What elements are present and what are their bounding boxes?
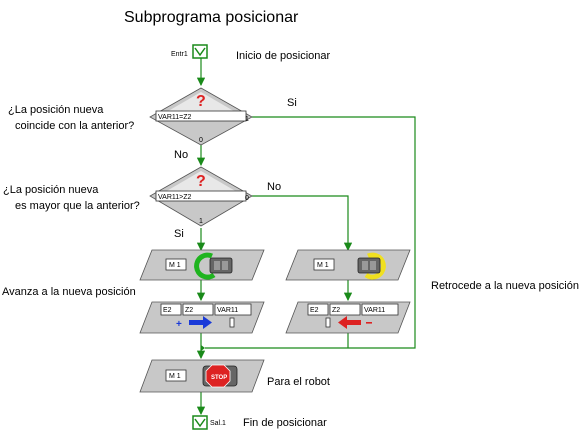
page-title: Subprograma posicionar	[124, 9, 299, 26]
sensor-icon	[325, 317, 331, 328]
decision2-field: VAR11>Z2	[158, 194, 192, 201]
decision2-question-line1: ¿La posición nueva	[3, 184, 99, 196]
retreat-label: Retrocede a la nueva posición	[431, 280, 579, 292]
decision1-port-bottom: 0	[199, 137, 203, 144]
advance-label: Avanza a la nueva posición	[2, 286, 136, 298]
motor-green-icon	[194, 252, 233, 280]
retreat-var: VAR11	[364, 307, 385, 314]
decision1-question-line1: ¿La posición nueva	[8, 104, 104, 116]
advance-e: E2	[163, 307, 172, 314]
stop-label: Para el robot	[267, 376, 330, 388]
advance-z: Z2	[185, 307, 193, 314]
arrow-left-red-icon	[338, 316, 361, 329]
motor-right-block[interactable]: M 1	[285, 249, 411, 281]
advance-position-block[interactable]: E2 Z2 VAR11 +	[139, 301, 265, 334]
question-icon: ?	[196, 93, 206, 110]
exit-block[interactable]	[192, 415, 208, 430]
decision-equal[interactable]: ? VAR11=Z2 1 0	[149, 87, 253, 146]
entry-block[interactable]	[192, 44, 208, 59]
motor-right-field: M 1	[317, 262, 329, 269]
decision2-no-label: No	[267, 181, 281, 193]
decision1-yes-label: Si	[287, 97, 297, 109]
arrow-right-blue-icon	[189, 316, 212, 329]
decision-greater[interactable]: ? VAR11>Z2 0 1	[149, 166, 253, 227]
advance-var: VAR11	[217, 307, 238, 314]
retreat-e: E2	[310, 307, 319, 314]
exit-label: Sal.1	[210, 420, 226, 427]
exit-text: Fin de posicionar	[243, 417, 327, 429]
decision2-port-right: 0	[245, 195, 249, 202]
retreat-z: Z2	[332, 307, 340, 314]
wires	[196, 58, 416, 416]
entry-label: Entr1	[171, 51, 188, 58]
decision1-question-line2: coincide con la anterior?	[15, 120, 134, 132]
entry-text: Inicio de posicionar	[236, 50, 331, 62]
stop-field: M 1	[169, 373, 181, 380]
motor-left-field: M 1	[169, 262, 181, 269]
decision1-port-right: 1	[245, 116, 249, 123]
stop-motor-icon: STOP	[202, 364, 238, 388]
decision1-no-label: No	[174, 149, 188, 161]
decision2-port-bottom: 1	[199, 218, 203, 225]
minus-icon	[366, 322, 372, 324]
stop-motor-block[interactable]: M 1 STOP	[139, 359, 265, 393]
plus-icon: +	[176, 319, 182, 330]
decision2-question-line2: es mayor que la anterior?	[15, 200, 140, 212]
sensor-icon	[229, 317, 235, 328]
decision2-yes-label: Si	[174, 228, 184, 240]
stop-icon-text: STOP	[211, 375, 227, 381]
retreat-position-block[interactable]: E2 Z2 VAR11	[285, 301, 411, 334]
decision1-field: VAR11=Z2	[158, 114, 192, 121]
motor-left-block[interactable]: M 1	[139, 249, 265, 281]
question-icon: ?	[196, 173, 206, 190]
motor-yellow-icon	[357, 252, 386, 280]
